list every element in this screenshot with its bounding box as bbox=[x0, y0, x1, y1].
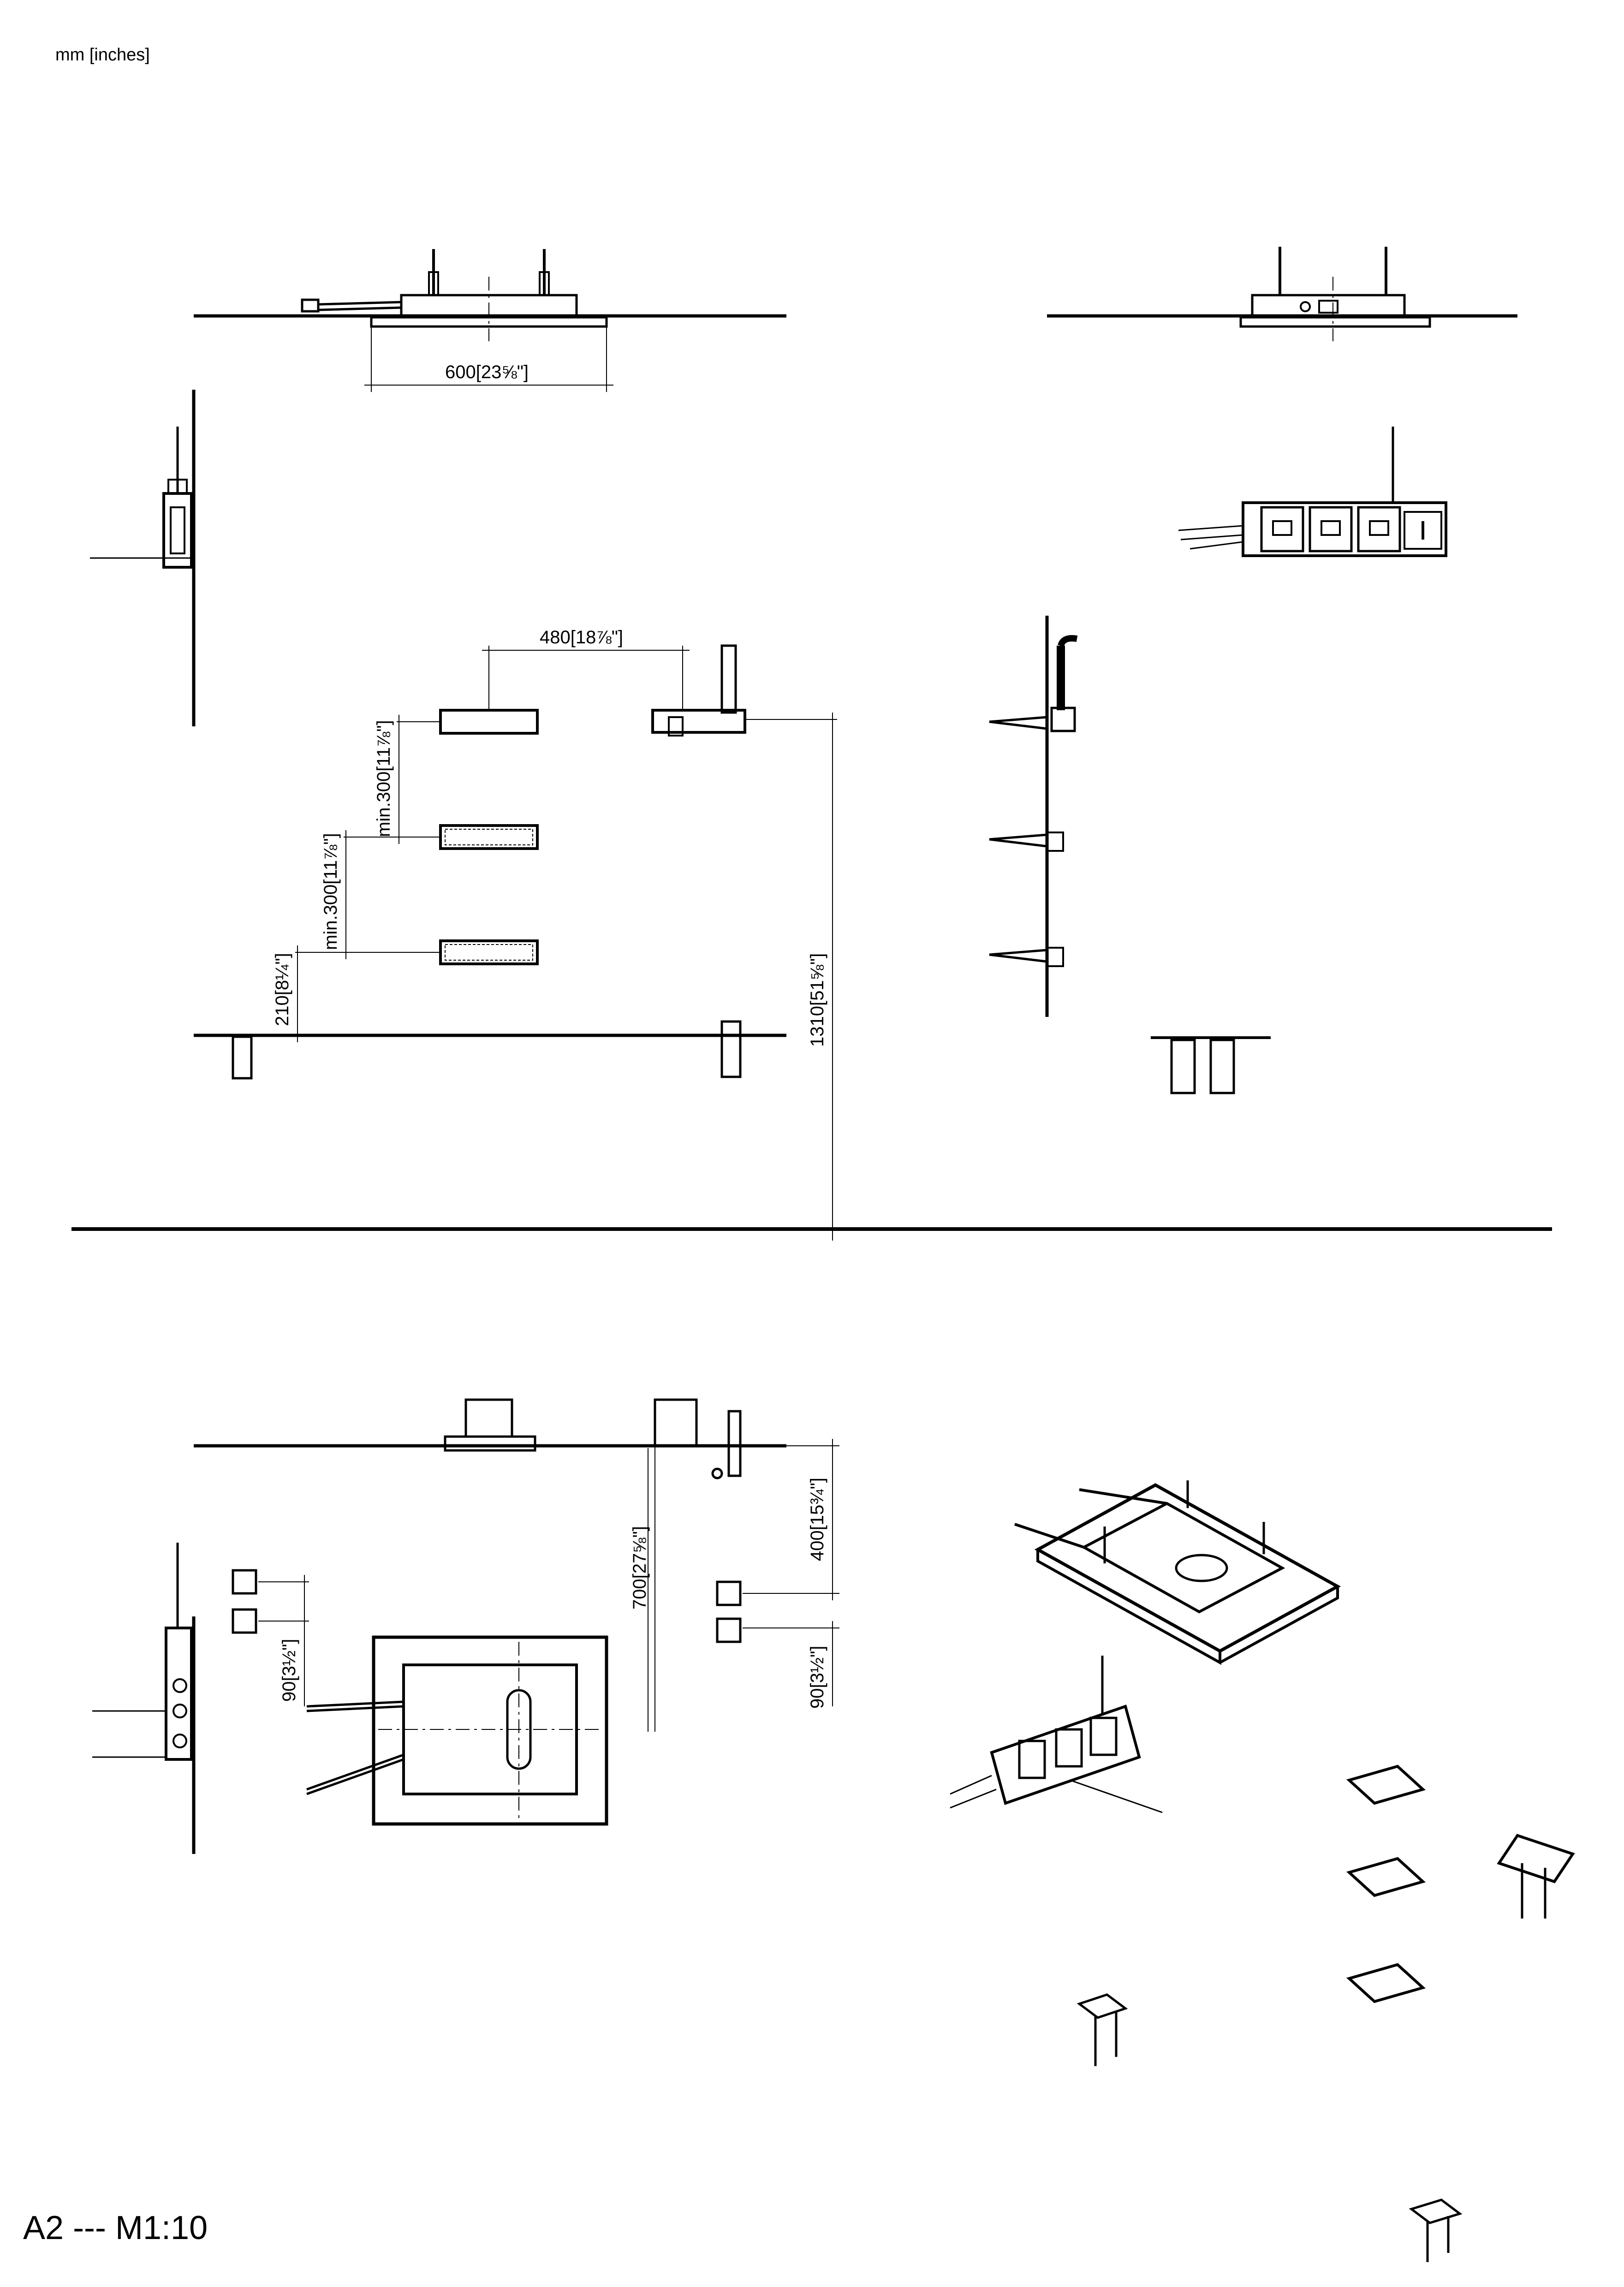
dim-90-left: 90[3½"] bbox=[279, 1639, 299, 1702]
view-module-top bbox=[1178, 427, 1447, 557]
dim-210: 210[8¼"] bbox=[272, 953, 292, 1026]
view-iso-module bbox=[950, 1656, 1163, 1813]
dim-90-right: 90[3½"] bbox=[807, 1645, 827, 1709]
dim-600: 600[23⅝"] bbox=[445, 362, 529, 382]
view-wall-top-plan: 700[27⅝"] 400[15¾"] 90[3½"] 90[3½"] bbox=[92, 1398, 839, 1854]
dim-700: 700[27⅝"] bbox=[630, 1526, 650, 1610]
dim-1310: 1310[51⅝"] bbox=[807, 953, 827, 1047]
view-iso-outlets bbox=[1077, 1764, 1575, 2262]
view-ceiling-front: 600[23⅝"] bbox=[194, 249, 786, 392]
sheet-scale-label: A2 --- M1:10 bbox=[23, 2210, 208, 2246]
dim-400: 400[15¾"] bbox=[807, 1478, 827, 1561]
grille-lower bbox=[439, 939, 539, 965]
view-wall-section-valve bbox=[90, 390, 196, 726]
dim-min300-upper: min.300[11⅞"] bbox=[374, 720, 394, 837]
grille-upper bbox=[439, 824, 539, 850]
dim-480: 480[18⅞"] bbox=[540, 627, 623, 647]
view-iso-rain-shower bbox=[1014, 1480, 1341, 1665]
view-ceiling-side bbox=[1047, 247, 1517, 341]
view-wall-layout: 480[18⅞"] min.300[11⅞"] min.300[11⅞"] 21… bbox=[194, 627, 837, 1241]
view-wall-side-section bbox=[989, 616, 1271, 1094]
dim-min300-lower: min.300[11⅞"] bbox=[321, 833, 341, 950]
units-note: mm [inches] bbox=[55, 45, 150, 65]
